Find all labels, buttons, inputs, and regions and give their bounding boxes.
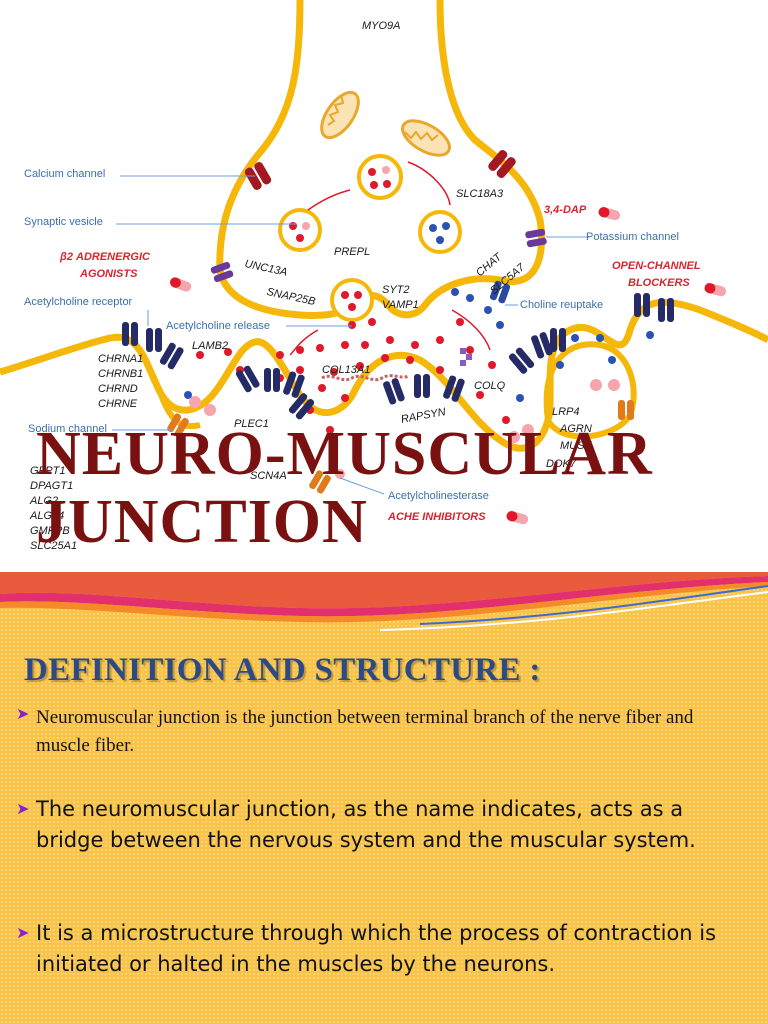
gene-label: CHRNA1 [98, 353, 144, 365]
mitochondrion-right [401, 119, 451, 157]
label-scn4a: SCN4A [250, 470, 287, 482]
collagen-fiber [321, 374, 409, 382]
gene-label: CHRNE [98, 398, 138, 410]
choline-transporter [489, 280, 511, 304]
label-open-channel-1: OPEN-CHANNEL [612, 260, 701, 272]
gene-label: GFPT1 [30, 465, 66, 477]
label-synaptic-vesicle: Synaptic vesicle [24, 216, 103, 228]
label-potassium-channel: Potassium channel [586, 231, 679, 243]
label-colq: COLQ [474, 380, 506, 392]
nmj-diagram: MYO9A Calcium channel Synaptic vesicle β… [0, 0, 768, 556]
chrn-gene-list: CHRNA1 CHRNB1 CHRND CHRNE [98, 352, 143, 412]
label-open-channel-2: BLOCKERS [628, 277, 690, 289]
capsule-icon [704, 283, 727, 297]
bullet-item: ➤ Neuromuscular junction is the junction… [16, 704, 746, 760]
gene-label: ALG2 [30, 495, 59, 507]
arrow-bullet-icon: ➤ [16, 923, 30, 942]
calcium-channel-right [488, 150, 516, 178]
capsule-icon [506, 511, 529, 525]
pink-molecules [189, 379, 620, 479]
label-lrp4: LRP4 [552, 406, 580, 418]
label-myo9a: MYO9A [362, 20, 401, 32]
leader-lines [112, 175, 590, 495]
decorative-swoosh [0, 572, 768, 631]
bullet-item: ➤ The neuromuscular junction, as the nam… [16, 794, 746, 856]
label-dok7: DOK7 [546, 458, 576, 470]
label-ache-inhibitors: ACHE INHIBITORS [388, 511, 486, 523]
gene-label: DPAGT1 [30, 480, 74, 492]
colq-protein [460, 348, 472, 366]
bullet-item: ➤ It is a microstructure through which t… [16, 918, 746, 980]
mitochondrion-left [320, 90, 360, 140]
gene-label: CHRNB1 [98, 368, 144, 380]
label-musk: MUSK [560, 440, 592, 452]
ach-receptors [122, 293, 674, 420]
label-b2-agonists-1: β2 ADRENERGIC [60, 251, 150, 263]
potassium-channel [525, 228, 547, 248]
gene-label: CHRND [98, 383, 138, 395]
junctional-fold [543, 341, 637, 440]
vesicle-red-top [357, 154, 403, 200]
label-calcium-channel: Calcium channel [24, 168, 106, 180]
content-panel: DEFINITION AND STRUCTURE : ➤ Neuromuscul… [0, 572, 768, 1024]
label-prepl: PREPL [334, 246, 371, 258]
vesicle-red-left [278, 208, 322, 252]
label-slc18a3: SLC18A3 [456, 188, 504, 200]
choline-molecules [184, 288, 654, 402]
label-syt2: SYT2 [382, 284, 410, 296]
section-heading: DEFINITION AND STRUCTURE : [24, 652, 541, 688]
slide-title: NEURO-MUSCULAR JUNCTION [36, 420, 653, 556]
gene-label: ALG14 [30, 510, 65, 522]
capsule-icon [598, 207, 621, 221]
label-3-4-dap: 3,4-DAP [544, 204, 587, 216]
label-sodium-channel: Sodium channel [28, 423, 107, 435]
label-lamb2: LAMB2 [192, 340, 229, 352]
vesicle-blue [418, 210, 462, 254]
glyco-gene-list: GFPT1 DPAGT1 ALG2 ALG14 GMPPB SLC25A1 [30, 464, 77, 554]
potassium-channel-left [210, 261, 234, 283]
vesicle-release [330, 278, 374, 322]
label-ach-release: Acetylcholine release [166, 320, 270, 332]
bullet-text: It is a microstructure through which the… [36, 921, 717, 976]
label-vamp1: VAMP1 [382, 299, 419, 311]
bullet-text: Neuromuscular junction is the junction b… [36, 707, 694, 756]
label-agrn: AGRN [560, 423, 592, 435]
label-plec1: PLEC1 [234, 418, 269, 430]
calcium-channel-left [244, 162, 272, 190]
nmj-illustration [0, 0, 768, 525]
gene-label: SLC25A1 [30, 540, 78, 552]
label-choline-reuptake: Choline reuptake [520, 299, 604, 311]
arrow-bullet-icon: ➤ [16, 706, 30, 723]
capsule-icon [169, 277, 192, 292]
gene-label: GMPPB [30, 525, 70, 537]
recycle-arrows [289, 161, 491, 356]
arrow-bullet-icon: ➤ [16, 799, 30, 818]
label-ach-receptor: Acetylcholine receptor [24, 296, 133, 308]
bullet-text: The neuromuscular junction, as the name … [36, 797, 696, 852]
label-b2-agonists-2: AGONISTS [80, 268, 138, 280]
sodium-channels [167, 400, 634, 494]
label-ach-esterase: Acetylcholinesterase [388, 490, 489, 502]
label-col13a1: COL13A1 [322, 364, 371, 376]
